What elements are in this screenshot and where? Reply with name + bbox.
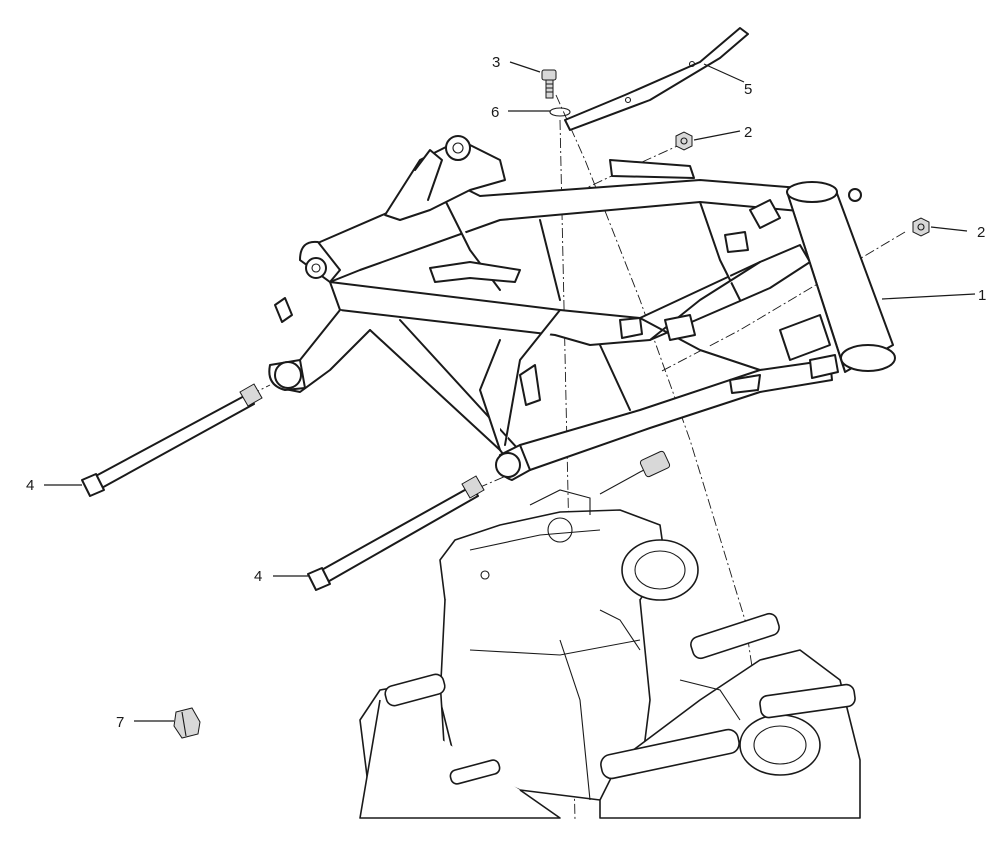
leader-lines xyxy=(44,61,976,722)
callout-labels: 1 2 2 3 4 4 5 6 7 xyxy=(26,54,986,731)
bolt-part-4-lower xyxy=(307,475,485,591)
bolt-part-4-upper xyxy=(81,383,263,497)
callout-plate: 5 xyxy=(744,81,752,98)
washer-part-6 xyxy=(549,107,571,117)
callout-nut-b: 2 xyxy=(977,224,985,241)
callout-bolt-lower: 4 xyxy=(254,568,262,585)
callout-nut-a: 2 xyxy=(744,124,752,141)
callout-washer: 6 xyxy=(491,104,499,121)
nut-part-2a xyxy=(675,131,693,151)
callout-bolt-upper: 4 xyxy=(26,477,34,494)
screw-part-3 xyxy=(541,69,557,99)
engine-block xyxy=(359,450,861,819)
callout-grommet: 7 xyxy=(116,714,124,731)
grommet-part-7 xyxy=(173,707,201,739)
plate-part-5 xyxy=(564,27,749,131)
callout-frame: 1 xyxy=(978,287,986,304)
nut-part-2b xyxy=(912,217,930,237)
frame-assembly xyxy=(268,135,896,481)
callout-screw: 3 xyxy=(492,54,500,71)
